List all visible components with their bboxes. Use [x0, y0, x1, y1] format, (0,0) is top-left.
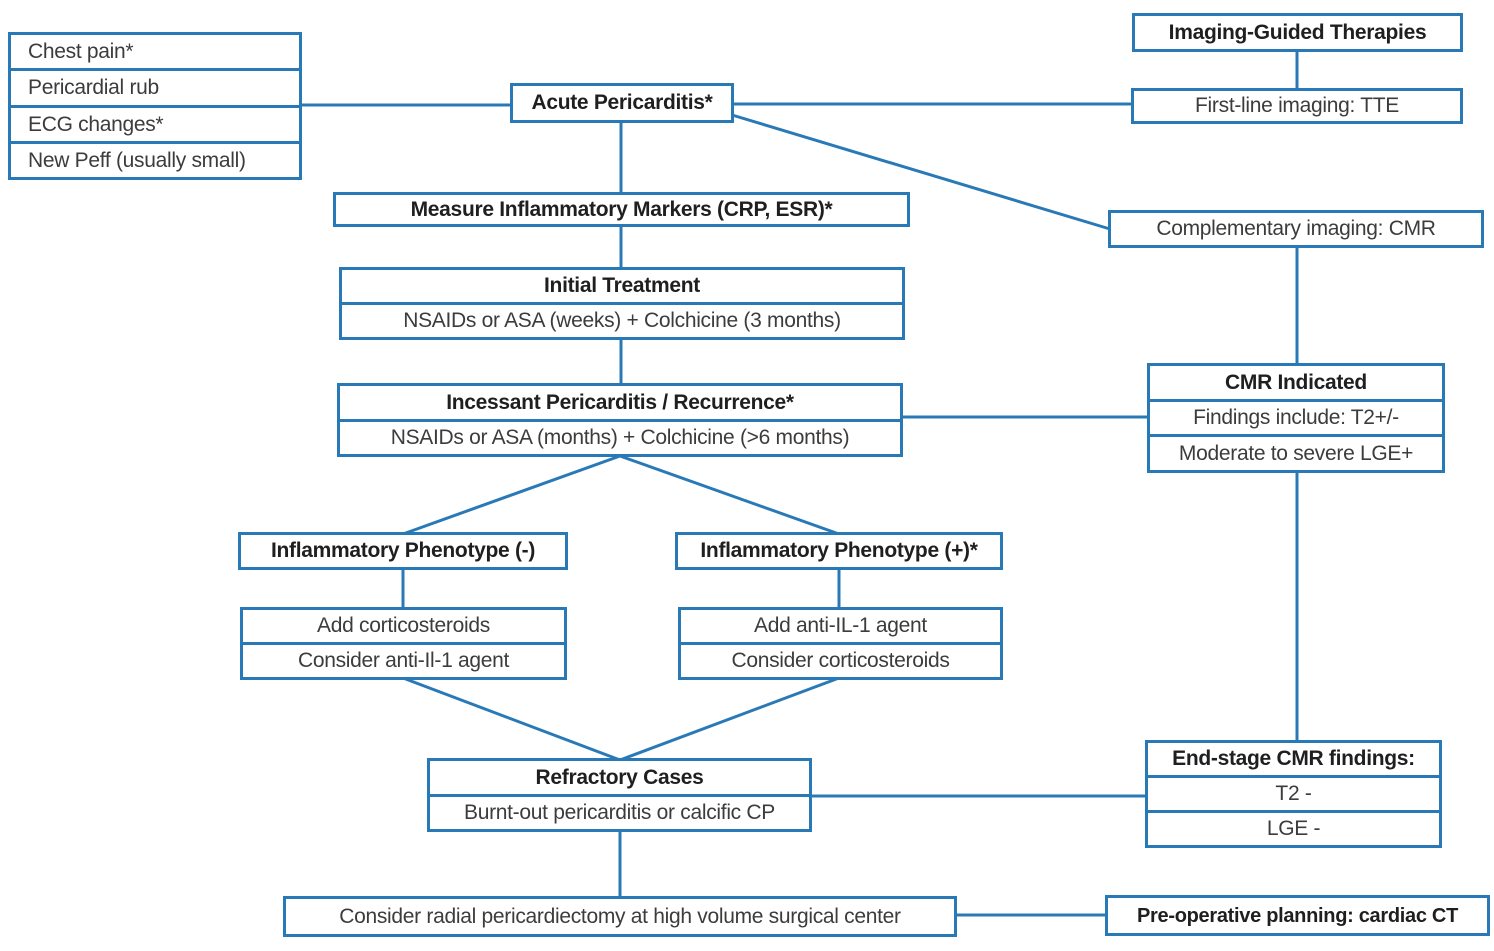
- phenoneg-add-corticosteroids: Add corticosteroids: [317, 614, 490, 638]
- node-refractory-cases: Refractory Cases Burnt-out pericarditis …: [427, 758, 812, 832]
- node-pericardiectomy: Consider radial pericardiectomy at high …: [283, 896, 957, 937]
- node-phenotype-positive-treatment: Add anti-IL-1 agent Consider corticoster…: [678, 607, 1003, 680]
- node-preop-planning: Pre-operative planning: cardiac CT: [1105, 895, 1490, 936]
- symptom-list: Chest pain* Pericardial rub ECG changes*…: [8, 32, 302, 180]
- symptom-ecg-changes: ECG changes*: [11, 104, 299, 141]
- endstage-lge: LGE -: [1148, 810, 1439, 845]
- connector-merge-right: [619, 676, 840, 762]
- incessant-detail: NSAIDs or ASA (months) + Colchicine (>6 …: [340, 418, 900, 455]
- connector-merge-left: [402, 676, 621, 762]
- node-cmr-indicated: CMR Indicated Findings include: T2+/- Mo…: [1147, 363, 1445, 473]
- refractory-detail: Burnt-out pericarditis or calcific CP: [430, 793, 809, 830]
- phenopos-consider-corticosteroids: Consider corticosteroids: [681, 642, 1000, 677]
- node-phenotype-negative: Inflammatory Phenotype (-): [238, 532, 568, 570]
- node-incessant-recurrence: Incessant Pericarditis / Recurrence* NSA…: [337, 383, 903, 457]
- cmr-indicated-finding-lge: Moderate to severe LGE+: [1150, 434, 1442, 470]
- node-imaging-guided-therapies: Imaging-Guided Therapies: [1132, 13, 1463, 52]
- node-initial-treatment: Initial Treatment NSAIDs or ASA (weeks) …: [339, 267, 905, 340]
- initial-treatment-title: Initial Treatment: [544, 274, 700, 298]
- node-end-stage-cmr: End-stage CMR findings: T2 - LGE -: [1145, 740, 1442, 848]
- node-first-line-tte: First-line imaging: TTE: [1131, 88, 1463, 124]
- node-phenotype-negative-treatment: Add corticosteroids Consider anti-Il-1 a…: [240, 607, 567, 680]
- node-measure-markers: Measure Inflammatory Markers (CRP, ESR)*: [333, 192, 910, 227]
- phenopos-add-anti-il1: Add anti-IL-1 agent: [754, 614, 927, 638]
- phenoneg-consider-anti-il1: Consider anti-Il-1 agent: [243, 642, 564, 677]
- symptom-pericardial-rub: Pericardial rub: [11, 68, 299, 104]
- connector-split-left: [402, 454, 621, 536]
- node-acute-pericarditis: Acute Pericarditis*: [510, 83, 734, 123]
- symptom-new-peff: New Peff (usually small): [11, 140, 299, 177]
- endstage-title: End-stage CMR findings:: [1172, 747, 1415, 771]
- connector-acute-cmr-diagonal: [731, 113, 1111, 231]
- cmr-indicated-title: CMR Indicated: [1225, 370, 1367, 394]
- node-complementary-cmr: Complementary imaging: CMR: [1108, 210, 1484, 248]
- incessant-title: Incessant Pericarditis / Recurrence*: [446, 390, 794, 414]
- node-phenotype-positive: Inflammatory Phenotype (+)*: [675, 532, 1003, 570]
- endstage-t2: T2 -: [1148, 775, 1439, 810]
- initial-treatment-detail: NSAIDs or ASA (weeks) + Colchicine (3 mo…: [342, 302, 902, 337]
- symptom-chest-pain: Chest pain*: [28, 40, 134, 64]
- connector-split-right: [619, 454, 840, 536]
- cmr-indicated-finding-t2: Findings include: T2+/-: [1150, 398, 1442, 435]
- refractory-title: Refractory Cases: [535, 765, 704, 789]
